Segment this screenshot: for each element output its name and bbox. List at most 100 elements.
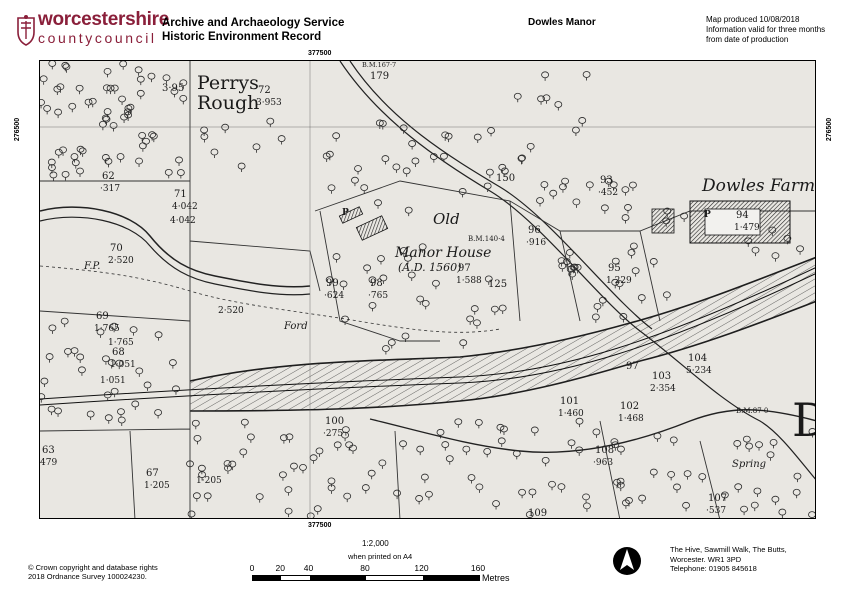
tree-symbol: [339, 280, 348, 290]
tree-symbol: [377, 255, 385, 265]
tree-symbol: [649, 258, 658, 268]
tree-symbol: [611, 441, 620, 451]
tree-symbol: [518, 488, 526, 499]
tree-symbol: [186, 460, 194, 470]
tree-symbol: [333, 441, 342, 451]
tree-symbol: [720, 491, 729, 501]
tree-symbol: [408, 140, 417, 150]
tree-symbol: [473, 319, 481, 329]
tree-symbol: [284, 507, 293, 518]
tree-symbol: [40, 75, 48, 85]
railway-line: [40, 267, 815, 400]
tree-symbol: [415, 495, 424, 505]
scale-ratio: 1:2,000: [362, 539, 389, 548]
tree-symbol: [404, 254, 412, 265]
tree-symbol: [548, 480, 556, 491]
tree-symbol: [458, 188, 467, 198]
logo-subtitle: countycouncil: [38, 30, 157, 46]
tree-symbol: [360, 184, 369, 194]
scale-segment: [366, 576, 423, 580]
tree-symbol: [299, 464, 307, 474]
tree-symbol: [617, 445, 625, 456]
tree-symbol: [279, 434, 288, 444]
tree-symbol: [332, 132, 341, 142]
historic-map[interactable]: Perrys Rough Dowles Farm Old Manor House…: [39, 60, 816, 519]
tree-symbol: [115, 359, 124, 370]
tree-symbol: [592, 428, 601, 438]
tree-symbol: [572, 126, 580, 137]
tree-symbol: [445, 455, 454, 465]
parcel-number: 102: [620, 401, 639, 412]
validity-note-cont: from date of production: [706, 35, 789, 44]
tree-symbol: [61, 170, 70, 181]
label-fp: F.P.: [83, 261, 100, 272]
parcel-number: 125: [488, 279, 507, 290]
tree-symbol: [638, 494, 647, 505]
tree-symbol: [138, 131, 147, 142]
parcel-area: ·916: [526, 238, 546, 248]
farm-yard: [704, 208, 761, 236]
tree-symbol: [536, 197, 544, 207]
tree-symbol: [484, 275, 493, 285]
tree-symbol: [103, 108, 112, 118]
tree-symbol: [441, 131, 450, 141]
tree-symbol: [102, 355, 110, 365]
tree-symbol: [49, 171, 58, 181]
label-p-farm: P: [704, 210, 711, 220]
tree-symbol: [467, 474, 476, 484]
tree-symbol: [76, 167, 84, 177]
tree-symbol: [104, 414, 113, 424]
tree-symbol: [625, 497, 633, 507]
parcel-number: 100: [325, 416, 344, 427]
tree-symbol: [124, 111, 133, 121]
brook-bank-north: [189, 256, 815, 382]
parcel-number: 98: [370, 278, 383, 289]
tree-symbol: [653, 432, 662, 442]
tree-symbol: [416, 295, 425, 305]
tree-symbol: [411, 157, 420, 167]
tree-symbol: [490, 305, 499, 316]
parcel-area: 2·354: [650, 384, 676, 394]
tree-symbol: [416, 445, 425, 456]
tree-symbol: [48, 61, 57, 70]
tree-symbol: [578, 117, 587, 127]
map-paper: [40, 61, 815, 518]
parcel-area: 1·765: [108, 338, 134, 348]
parcel-number: 96: [528, 225, 541, 236]
tree-symbol: [698, 473, 707, 483]
tree-symbol: [600, 204, 609, 214]
tree-symbol: [771, 252, 780, 262]
north-arrow-icon: [613, 547, 641, 575]
parcel-number: 70: [110, 243, 123, 254]
copyright-notice: © Crown copyright and database rights 20…: [28, 563, 158, 581]
tree-symbol: [103, 391, 112, 401]
tree-symbol: [755, 441, 763, 451]
parcel-area: 3·953: [256, 98, 282, 108]
tree-symbol: [143, 381, 152, 391]
parcel-area: 1·765: [94, 324, 120, 334]
tree-symbol: [459, 339, 468, 349]
tree-symbol: [47, 158, 56, 169]
tree-symbol: [379, 274, 388, 284]
copyright-line: © Crown copyright and database rights: [28, 563, 158, 572]
tree-symbol: [462, 445, 471, 456]
tree-symbol: [557, 257, 566, 267]
manor-outbuilding: [338, 206, 364, 224]
tree-symbol: [444, 132, 453, 143]
parcel-number: 109: [528, 508, 547, 519]
parcel-number: 103: [652, 371, 671, 382]
scale-unit: Metres: [482, 573, 510, 583]
tree-symbol: [101, 114, 110, 125]
tree-symbol: [363, 264, 372, 274]
tree-symbol: [175, 156, 183, 166]
tree-symbol: [621, 214, 630, 224]
parcel-area: 4·042: [172, 202, 198, 212]
parcel-area: 1·479: [734, 223, 760, 233]
tree-symbol: [45, 353, 54, 363]
woodland-symbols: [40, 61, 815, 518]
tree-symbol: [683, 470, 692, 480]
tree-symbol: [279, 471, 287, 481]
tree-symbol: [432, 279, 440, 290]
map-title: Dowles Manor: [528, 17, 596, 28]
tree-symbol: [742, 435, 751, 446]
